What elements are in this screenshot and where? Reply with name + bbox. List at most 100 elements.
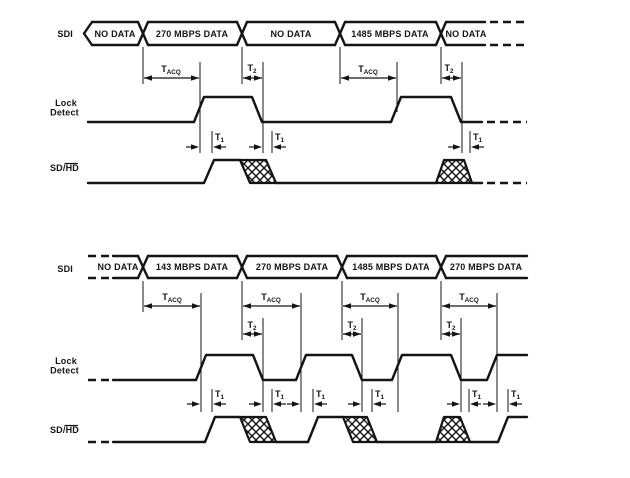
- lock-detect-waveform: [86, 95, 484, 124]
- t2-timing-label: T2: [247, 63, 257, 75]
- arrowhead: [442, 331, 450, 337]
- upper-timing-diagram: SDI NO DATA 270 MBPS DATA NO DATA 1485 MBPS …: [50, 20, 527, 185]
- sdhd-waveform: [111, 415, 242, 444]
- arrowhead: [452, 401, 460, 407]
- arrowhead: [452, 331, 460, 337]
- arrowhead: [243, 75, 251, 81]
- sdhd-indeterminate-region: [341, 415, 379, 444]
- bus-transition-cross: [136, 254, 150, 280]
- tacq-timing-label: TACQ: [162, 292, 182, 304]
- arrowhead: [314, 401, 322, 407]
- bus-segment-label: 270 MBPS DATA: [450, 262, 523, 272]
- bus-transition-cross: [434, 254, 448, 280]
- tacq-timing-label: TACQ: [261, 292, 281, 304]
- t2-timing-label: T2: [247, 320, 257, 332]
- arrowhead: [471, 144, 479, 150]
- t2-timing-label: T2: [446, 320, 456, 332]
- arrowhead: [144, 75, 152, 81]
- tacq-timing-label: TACQ: [358, 64, 378, 76]
- lower-timing-diagram: SDI NO DATA 143 MBPS DATA 270 MBPS DATA 1485…: [50, 254, 529, 444]
- sdi-signal-label: SDI: [57, 29, 73, 39]
- lock-detect-label-line1: Lock: [55, 98, 78, 108]
- bus-segment-label: NO DATA: [445, 29, 486, 39]
- t1-timing-label: T1: [473, 132, 483, 144]
- arrowhead: [254, 401, 262, 407]
- t2-timing-label: T2: [444, 63, 454, 75]
- sdhd-indeterminate-region: [238, 158, 278, 185]
- tacq-timing-label: TACQ: [459, 292, 479, 304]
- arrowhead: [453, 144, 461, 150]
- lock-detect-label-line2: Detect: [50, 366, 79, 376]
- bus-segment-label: 1485 MBPS DATA: [352, 262, 430, 272]
- bus-segment-label: 270 MBPS DATA: [156, 29, 229, 39]
- bus-segment-label: 270 MBPS DATA: [256, 262, 329, 272]
- sdhd-waveform: [468, 415, 529, 444]
- arrowhead: [488, 401, 496, 407]
- arrowhead: [254, 75, 262, 81]
- bus-transition-cross: [335, 254, 349, 280]
- arrowhead: [388, 75, 396, 81]
- tacq-timing-label: TACQ: [360, 292, 380, 304]
- sdhd-indeterminate-region: [434, 158, 474, 185]
- arrowhead: [442, 303, 450, 309]
- arrowhead: [488, 303, 496, 309]
- arrowhead: [243, 303, 251, 309]
- sdhd-indeterminate-region: [434, 415, 472, 444]
- arrowhead: [273, 401, 281, 407]
- arrowhead: [343, 331, 351, 337]
- sdi-signal-label: SDI: [57, 264, 73, 274]
- arrowhead: [192, 303, 200, 309]
- bus-segment-label: 1485 MBPS DATA: [351, 29, 429, 39]
- bus-transition-cross: [136, 20, 150, 47]
- arrowhead: [343, 303, 351, 309]
- arrowhead: [292, 303, 300, 309]
- bus-segment-label: NO DATA: [97, 262, 138, 272]
- t1-timing-label: T1: [215, 389, 225, 401]
- lock-detect-waveform: [111, 353, 529, 382]
- tacq-timing-label: TACQ: [161, 64, 181, 76]
- arrowhead: [213, 401, 221, 407]
- arrowhead: [243, 331, 251, 337]
- sdi-bus-line: [82, 32, 94, 47]
- arrowhead: [191, 75, 199, 81]
- t1-timing-label: T1: [275, 389, 285, 401]
- arrowhead: [192, 401, 200, 407]
- arrowhead: [341, 75, 349, 81]
- bus-segment-label: NO DATA: [94, 29, 135, 39]
- t1-timing-label: T1: [472, 389, 482, 401]
- sdhd-indeterminate-region: [238, 415, 278, 444]
- t2-timing-label: T2: [347, 320, 357, 332]
- arrowhead: [353, 401, 361, 407]
- bus-segment-label: 143 MBPS DATA: [156, 262, 229, 272]
- sdhd-signal-label: SD/HD: [50, 425, 79, 435]
- arrowhead: [191, 144, 199, 150]
- bus-transition-cross: [333, 20, 347, 47]
- t1-timing-label: T1: [215, 132, 225, 144]
- arrowhead: [373, 401, 381, 407]
- arrowhead: [254, 331, 262, 337]
- t1-timing-label: T1: [375, 389, 385, 401]
- bus-transition-cross: [235, 20, 249, 47]
- arrowhead: [453, 75, 461, 81]
- t1-timing-label: T1: [511, 389, 521, 401]
- sdhd-signal-label: SD/HD: [50, 163, 79, 173]
- sdhd-waveform: [86, 158, 242, 185]
- arrowhead: [389, 303, 397, 309]
- arrowhead: [254, 144, 262, 150]
- lock-detect-label-line2: Detect: [50, 108, 79, 118]
- bus-segment-label: NO DATA: [270, 29, 311, 39]
- arrowhead: [213, 144, 221, 150]
- arrowhead: [353, 331, 361, 337]
- lock-detect-label-line1: Lock: [55, 356, 78, 366]
- t1-timing-label: T1: [316, 389, 326, 401]
- arrowhead: [292, 401, 300, 407]
- bus-transition-cross: [235, 254, 249, 280]
- arrowhead: [273, 144, 281, 150]
- arrowhead: [470, 401, 478, 407]
- arrowhead: [509, 401, 517, 407]
- arrowhead: [442, 75, 450, 81]
- arrowhead: [144, 303, 152, 309]
- bus-transition-cross: [434, 20, 448, 47]
